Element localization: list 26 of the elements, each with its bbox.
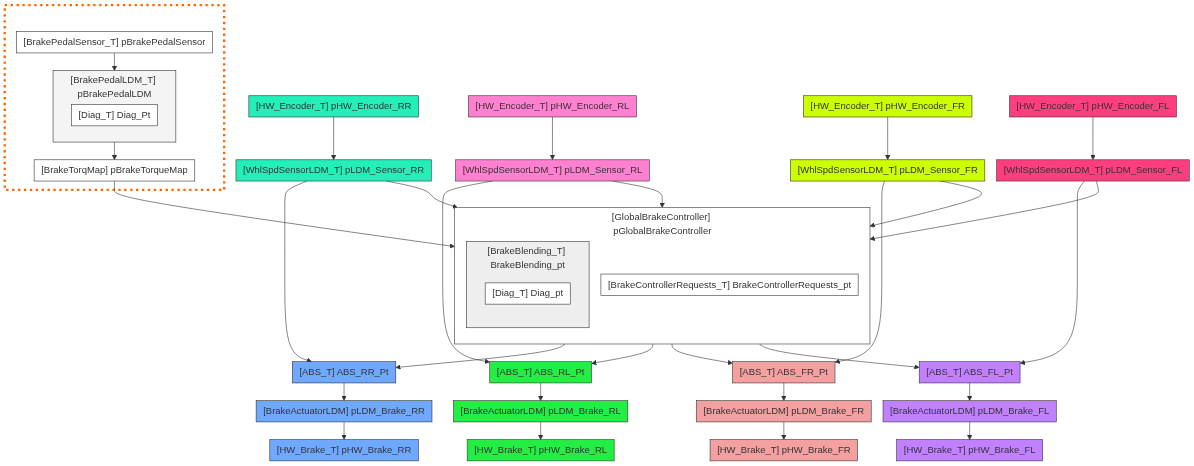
node-box: [WhlSpdSensorLDM_T] pLDM_Sensor_FL — [996, 159, 1190, 182]
node-box: [BrakeControllerRequests_T] BrakeControllerRequests_pt — [600, 273, 859, 296]
node-box: [HW_Brake_T] pHW_Brake_FL — [896, 439, 1043, 462]
node-box: [HW_Encoder_T] pHW_Encoder_FR — [803, 95, 973, 118]
node-box: [ABS_T] ABS_RL_Pt — [489, 361, 592, 384]
node-box: [ABS_T] ABS_FL_Pt — [918, 361, 1021, 384]
node-box: [HW_Brake_T] pHW_Brake_RR — [269, 439, 419, 462]
cluster — [3, 3, 226, 192]
node-box: [BrakeActuatorLDM] pLDM_Brake_FR — [696, 400, 872, 423]
node-box: [ABS_T] ABS_RR_Pt — [292, 361, 397, 384]
node-box: [WhlSpdSensorLDM_T] pLDM_Sensor_RR — [235, 159, 432, 182]
node-box: [HW_Encoder_T] pHW_Encoder_RL — [468, 95, 637, 118]
node-box: [Diag_T] Diag_pt — [484, 282, 571, 305]
node-box: [WhlSpdSensorLDM_T] pLDM_Sensor_RL — [455, 159, 650, 182]
node-box: [HW_Brake_T] pHW_Brake_FR — [709, 439, 858, 462]
node-box: [BrakeTorqMap] pBrakeTorqueMap — [33, 159, 196, 182]
node-box: [HW_Encoder_T] pHW_Encoder_RR — [248, 95, 419, 118]
node-box: [ABS_T] ABS_FR_Pt — [732, 361, 836, 384]
node-box: [WhlSpdSensorLDM_T] pLDM_Sensor_FR — [790, 159, 986, 182]
node-box: [HW_Brake_T] pHW_Brake_RL — [466, 439, 615, 462]
node-box: [BrakeActuatorLDM] pLDM_Brake_RR — [255, 400, 433, 423]
node-box: [BrakeActuatorLDM] pLDM_Brake_RL — [453, 400, 629, 423]
node-box: [HW_Encoder_T] pHW_Encoder_FL — [1009, 95, 1177, 118]
node-box: [BrakePedalSensor_T] pBrakePedalSensor — [16, 31, 213, 54]
node-box: [Diag_T] Diag_Pt — [71, 104, 158, 127]
node-box: [BrakeActuatorLDM] pLDM_Brake_FL — [882, 400, 1057, 423]
